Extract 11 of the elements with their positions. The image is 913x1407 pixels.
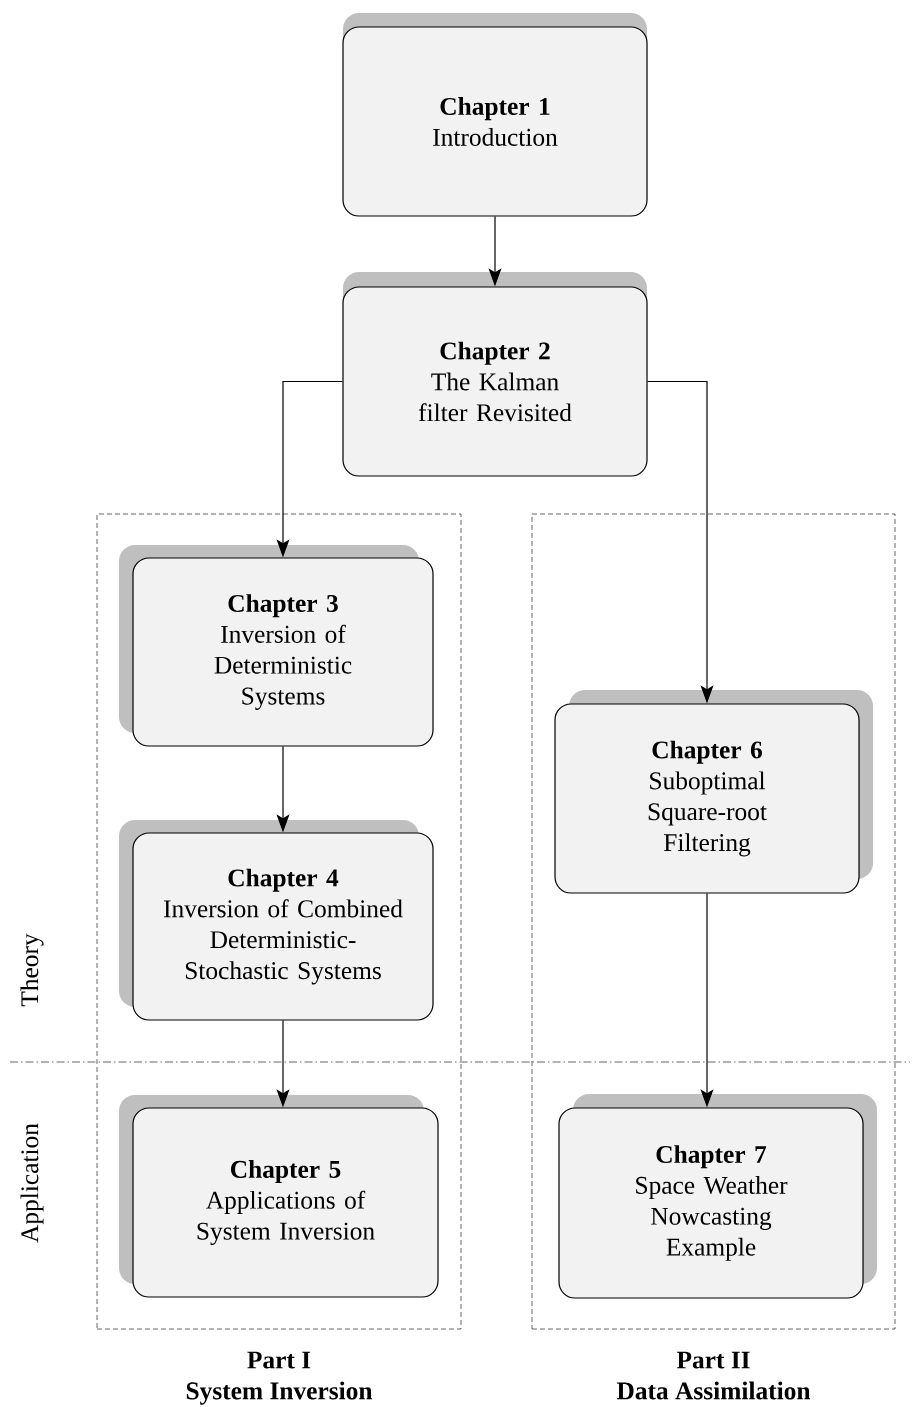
part-title: Part I System Inversion [186,1351,373,1405]
chapter-box: Chapter 6 Suboptimal Square-root Filtering [554,690,873,894]
chapter-box: Chapter 4 Inversion of Combined Deterministic-Stochastic Systems [119,820,434,1021]
chapter-box: Chapter 3 Inversion of Deterministic Systems [119,545,434,747]
chapter-box: Chapter 2 The Kalman filter Revisited [342,272,648,477]
row-label: Theory [20,933,44,1007]
row-label: Application [20,1123,44,1243]
part-title: Part II Data Assimilation [616,1351,811,1400]
chapter-box: Chapter 7 Space Weather Nowcasting Example [558,1094,877,1299]
chapter-box: Chapter 5 Applications of System Inversion [119,1095,439,1298]
chapter-box: Chapter 1 Introduction [342,13,648,217]
